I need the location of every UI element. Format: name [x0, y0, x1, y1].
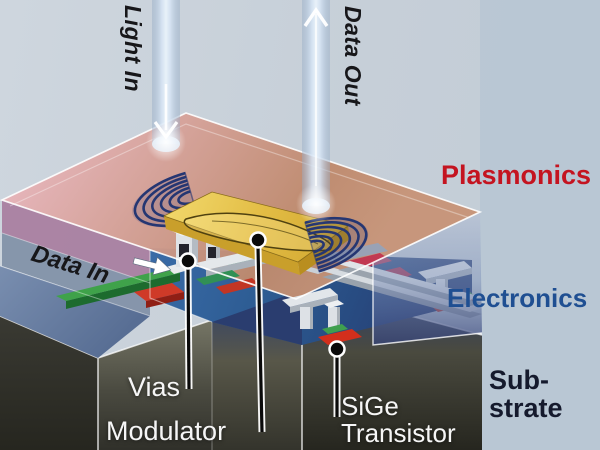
via-slot: [179, 244, 189, 257]
via-slot: [208, 247, 216, 258]
via-pillar-shade: [192, 233, 198, 267]
vias-callout-label: Vias: [128, 372, 181, 402]
data-in-waveguide: [56, 268, 180, 301]
data-out-beam: [296, 0, 336, 224]
callout-dot-sige: [328, 340, 346, 358]
light-in-beam: [146, 0, 186, 162]
light-in-label: Light In: [120, 5, 146, 93]
via-pillar-shade: [216, 238, 220, 266]
via-pillar: [300, 307, 313, 329]
callout-dot-vias: [179, 252, 197, 270]
sige-label-line2: Transistor: [341, 418, 456, 448]
sige-transistor-callout-label: SiGe Transistor: [341, 393, 456, 447]
up-arrow-icon: [303, 6, 329, 27]
metal-bar: [282, 288, 338, 307]
via-pillar-shade: [310, 307, 313, 329]
red-pad-front: [146, 292, 184, 308]
via-cap: [324, 300, 344, 308]
substrate-mid-face: [98, 320, 212, 450]
callout-line-modulator: [256, 246, 264, 433]
plasmonics-layer-label: Plasmonics: [441, 160, 592, 190]
via-cluster-mid: [282, 288, 338, 329]
sige-label-line1: SiGe: [341, 391, 399, 421]
substrate-label-line1: Sub-: [489, 365, 549, 395]
via-pillar-shade: [337, 307, 340, 329]
callout-line-vias: [186, 267, 191, 390]
red-pad: [134, 283, 184, 301]
electronics-layer-label: Electronics: [447, 283, 588, 313]
plasmonics-cut-face: [2, 200, 150, 283]
down-arrow-icon: [153, 121, 179, 140]
background-right-band: [480, 0, 600, 450]
red-pad: [216, 278, 260, 294]
chip-right-face: [373, 212, 482, 345]
metal-bar-front: [206, 256, 268, 277]
substrate-left-face: [0, 316, 98, 450]
callouts: [179, 231, 346, 433]
waveguide-front: [66, 273, 180, 309]
data-in-arrow-icon: [132, 256, 172, 276]
data-out-label: Data Out: [340, 6, 366, 106]
modulator-callout-label: Modulator: [106, 416, 227, 446]
transistor-red-pad: [318, 329, 362, 345]
substrate-label-line2: strate: [489, 393, 563, 423]
green-block: [196, 270, 240, 285]
grating-coupler-right: [305, 217, 369, 272]
lower-oxide-slope: [0, 266, 150, 358]
sige-transistor: [318, 300, 362, 345]
plasmonics-inner-edge: [9, 123, 471, 219]
substrate-layer-label: Sub- strate: [489, 366, 563, 422]
callout-dot-modulator: [249, 231, 267, 249]
green-block: [322, 324, 348, 334]
